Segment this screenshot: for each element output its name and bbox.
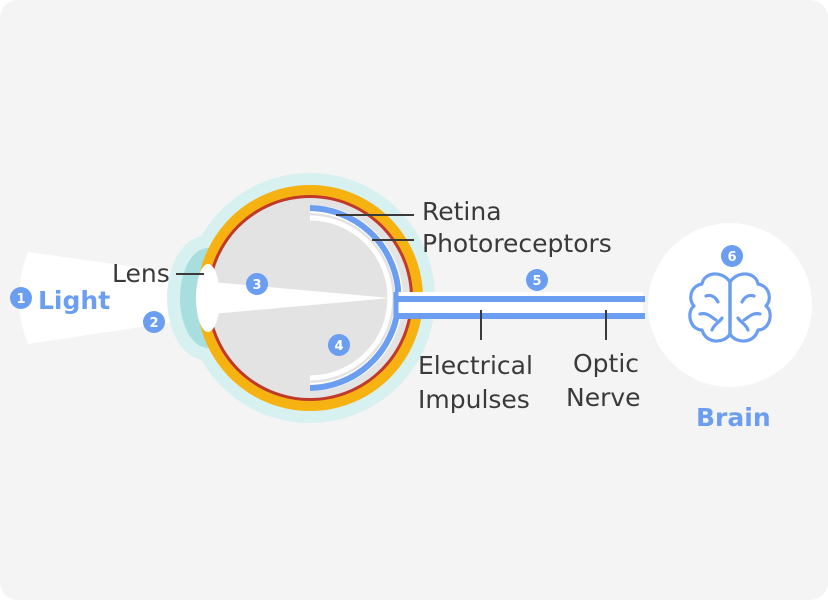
step-badge-4: 4 xyxy=(328,334,350,356)
svg-text:3: 3 xyxy=(252,278,261,293)
brain-label: Brain xyxy=(696,403,771,432)
electrical-label-line2: Impulses xyxy=(418,385,530,414)
step-badge-1: 1 xyxy=(10,287,32,309)
step-badge-5: 5 xyxy=(526,269,548,291)
svg-text:4: 4 xyxy=(334,339,343,354)
step-badge-6: 6 xyxy=(721,245,743,267)
optic-label-line2: Nerve xyxy=(566,383,641,412)
svg-text:5: 5 xyxy=(532,274,541,289)
electrical-label-line1: Electrical xyxy=(418,351,533,380)
retina-label: Retina xyxy=(422,197,502,226)
lens-label: Lens xyxy=(112,259,170,288)
step-badge-3: 3 xyxy=(246,273,268,295)
lens-shape xyxy=(196,264,220,332)
retina-inner xyxy=(309,215,393,381)
svg-text:2: 2 xyxy=(149,316,158,331)
photoreceptors-label: Photoreceptors xyxy=(422,229,612,258)
brain-icon xyxy=(688,272,772,343)
svg-text:1: 1 xyxy=(16,292,25,307)
step-badge-2: 2 xyxy=(143,311,165,333)
optic-label-line1: Optic xyxy=(573,349,639,378)
svg-text:6: 6 xyxy=(727,250,736,265)
light-label: Light xyxy=(38,286,110,315)
